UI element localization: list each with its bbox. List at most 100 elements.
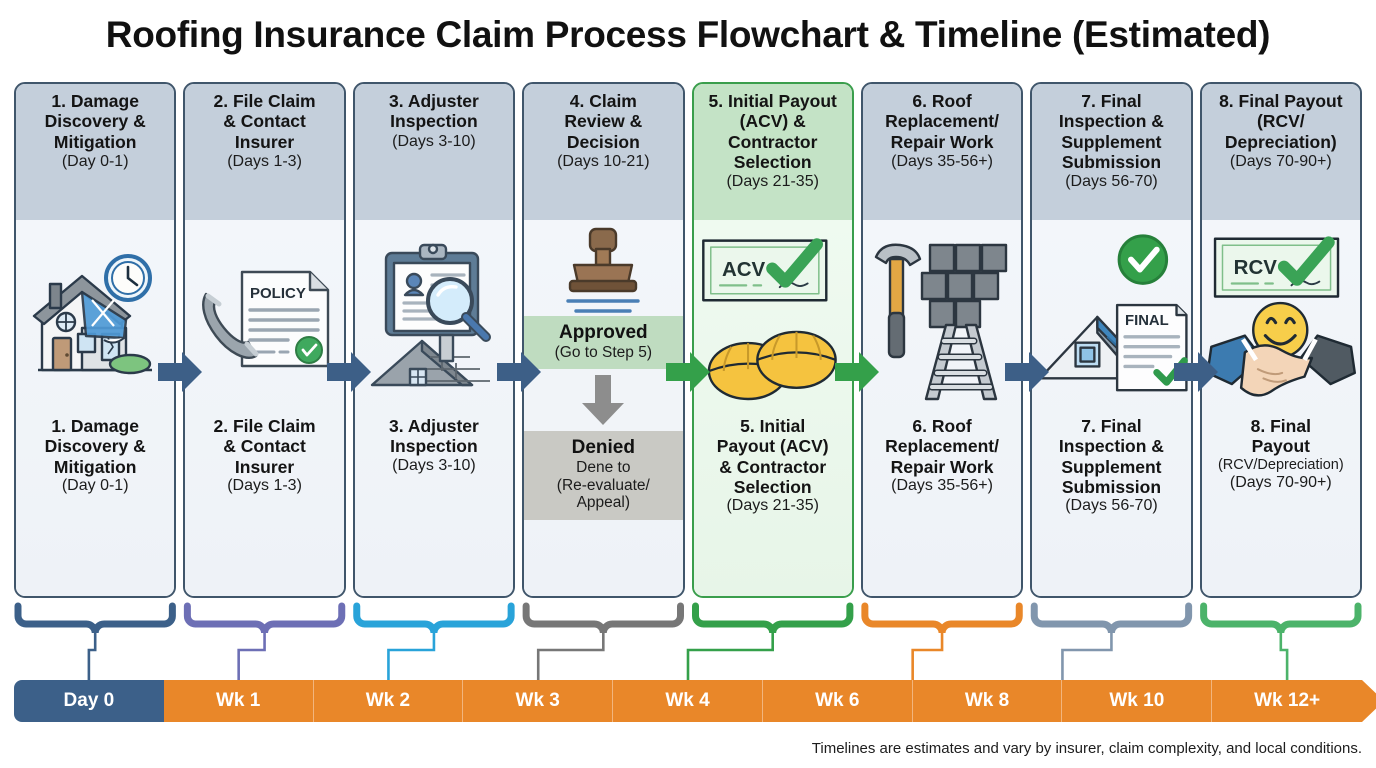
flow-arrow-2-to-3: [327, 352, 372, 392]
step-card-header-8: 8. Final Payout(RCV/Depreciation)(Days 7…: [1201, 84, 1360, 220]
step-foot-days-3: (Days 3-10): [392, 456, 476, 474]
step-head-days-3: (Days 3-10): [392, 132, 476, 150]
svg-text:RCV: RCV: [1233, 256, 1277, 279]
flow-arrow-3-to-4: [496, 352, 541, 392]
timeline-segment-label: Wk 10: [1109, 690, 1165, 711]
timeline-segment-5[interactable]: Wk 4: [613, 680, 763, 722]
hammer-shingles-ladder-icon: [863, 220, 1021, 410]
approved-label: Approved: [558, 322, 648, 343]
timeline-segment-label: Wk 12+: [1254, 690, 1321, 711]
timeline-segment-label: Wk 2: [365, 690, 411, 711]
rcv-check-smiley-handshake-icon: RCV: [1202, 220, 1360, 410]
flow-arrow-4-to-5: [666, 352, 710, 392]
bracket-4: [522, 602, 684, 680]
step-foot-days-7: (Days 56-70): [1065, 497, 1158, 515]
approval-stamp-icon: [524, 220, 682, 316]
denied-sublabel: Dene to(Re-evaluate/Appeal): [556, 459, 650, 512]
bracket-5: [686, 602, 854, 680]
step-foot-days-5: (Days 21-35): [726, 497, 819, 515]
timeline-segment-label: Wk 1: [215, 690, 261, 711]
step-foot-days-8: (RCV/Depreciation): [1217, 456, 1344, 473]
damaged-house-with-tarp-and-clock-icon: [16, 220, 174, 410]
bracket-2: [183, 602, 346, 680]
down-arrow-icon: [524, 369, 683, 431]
step-head-title-8: 8. Final Payout(RCV/Depreciation): [1219, 91, 1343, 152]
telephone-and-policy-document-icon: POLICY: [185, 220, 343, 410]
bracket-connectors: [14, 602, 1362, 680]
flow-arrow-1-to-2: [157, 352, 202, 392]
timeline-segment-8[interactable]: Wk 10: [1062, 680, 1213, 722]
timeline-segment-4[interactable]: Wk 3: [463, 680, 614, 722]
step-head-days-2: (Days 1-3): [227, 152, 302, 170]
bracket-3: [353, 602, 515, 680]
step-head-days-8: (Days 70-90+): [1229, 152, 1332, 170]
step-card-8[interactable]: 8. Final Payout(RCV/Depreciation)(Days 7…: [1199, 82, 1362, 598]
flow-arrow-6-to-7: [1004, 352, 1049, 392]
decision-approved[interactable]: Approved (Go to Step 5): [524, 316, 683, 369]
step-head-days-6: (Days 35-56+): [891, 152, 993, 170]
bracket-7: [1030, 602, 1193, 680]
decision-denied[interactable]: Denied Dene to(Re-evaluate/Appeal): [524, 431, 683, 520]
timeline-segment-6[interactable]: Wk 6: [762, 680, 913, 722]
decision-branch: Approved (Go to Step 5) Denied Dene to(R…: [524, 316, 683, 520]
acv-check-and-hard-hats-icon: ACV: [694, 220, 852, 410]
timeline-bar: Day 0 Wk 1 Wk 2 Wk 3 Wk 4 Wk 6 Wk 8 Wk 10 Wk 12+: [14, 680, 1376, 722]
timeline-segment-label: Wk 6: [815, 690, 860, 711]
timeline-segment-1[interactable]: Day 0: [14, 680, 164, 722]
step-head-days-4: (Days 10-21): [557, 152, 650, 170]
step-head-days-7: (Days 56-70): [1065, 173, 1158, 191]
timeline-segment-3[interactable]: Wk 2: [313, 680, 464, 722]
timeline-segment-label: Wk 3: [515, 690, 560, 711]
clipboard-magnifier-and-roof-icon: [355, 220, 513, 410]
bracket-6: [861, 602, 1023, 680]
page-title: Roofing Insurance Claim Process Flowchar…: [105, 14, 1271, 55]
timeline-segment-9[interactable]: Wk 12+: [1212, 680, 1362, 722]
timeline-segment-2[interactable]: Wk 1: [163, 680, 314, 722]
denied-label: Denied: [571, 437, 635, 458]
bracket-8: [1200, 602, 1362, 680]
timeline-segment-label: Day 0: [63, 690, 115, 711]
svg-text:FINAL: FINAL: [1125, 313, 1169, 329]
step-head-days-5: (Days 21-35): [726, 173, 819, 191]
timeline-arrowhead-icon: [1362, 680, 1376, 722]
svg-text:POLICY: POLICY: [250, 285, 306, 302]
timeline-segment-7[interactable]: Wk 8: [912, 680, 1063, 722]
step-foot-days-2: (Days 1-3): [227, 476, 302, 494]
timeline-segment-label: Wk 4: [665, 690, 710, 711]
